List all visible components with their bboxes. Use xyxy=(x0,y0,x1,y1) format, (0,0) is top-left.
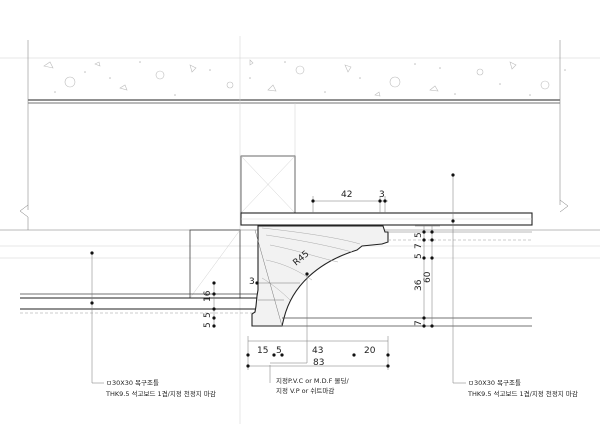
ceiling-board xyxy=(240,212,533,226)
dim-5-bottom: 5 xyxy=(276,346,282,356)
right-ceiling-lines xyxy=(282,231,532,327)
dim-15: 15 xyxy=(257,346,268,356)
note-center-line1: 지정P.V.C or M.D.F 몰딩/ xyxy=(276,376,349,385)
concrete-slab xyxy=(0,57,600,104)
note-right-line1: ㅁ30X30 목구조틀 xyxy=(468,379,521,387)
dim-5-left-a: 5 xyxy=(203,312,213,318)
dim-5-right-b: 5 xyxy=(414,253,424,259)
dim-3-left: 3 xyxy=(249,277,255,287)
dim-42: 42 xyxy=(341,190,352,200)
annotation-notes: ㅁ30X30 목구조틀 THK9.5 석고보드 1겹/지정 천정지 마감 지정P… xyxy=(105,376,578,398)
dimension-lines xyxy=(213,196,440,370)
dim-83: 83 xyxy=(313,358,324,368)
dimension-dots xyxy=(90,173,455,368)
dim-7-right-a: 7 xyxy=(414,243,424,249)
dim-5-right: 5 xyxy=(414,232,424,238)
note-left-line1: ㅁ30X30 목구조틀 xyxy=(106,379,159,387)
dim-7-right-b: 7 xyxy=(414,320,424,326)
dim-36: 36 xyxy=(414,279,424,291)
leader-lines xyxy=(91,175,466,384)
dimension-labels: 42 3 3 R45 16 5 5 5 7 5 60 36 7 15 5 43 … xyxy=(203,190,433,368)
crown-molding xyxy=(251,225,389,327)
concrete-hatch xyxy=(43,59,550,97)
note-left-line2: THK9.5 석고보드 1겹/지정 천정지 마감 xyxy=(105,389,216,398)
note-right-line2: THK9.5 석고보드 1겹/지정 천정지 마감 xyxy=(467,389,578,398)
upper-wood-stud xyxy=(240,155,296,214)
dim-43: 43 xyxy=(312,346,323,356)
dim-16: 16 xyxy=(203,290,213,302)
left-ceiling-frame xyxy=(20,229,260,314)
note-center-line2: 지정 V.P or 쉬트마감 xyxy=(276,386,334,395)
dim-5-left-b: 5 xyxy=(203,322,213,328)
dim-60: 60 xyxy=(423,271,433,283)
dim-20: 20 xyxy=(364,346,376,356)
dim-3-top: 3 xyxy=(379,190,385,200)
